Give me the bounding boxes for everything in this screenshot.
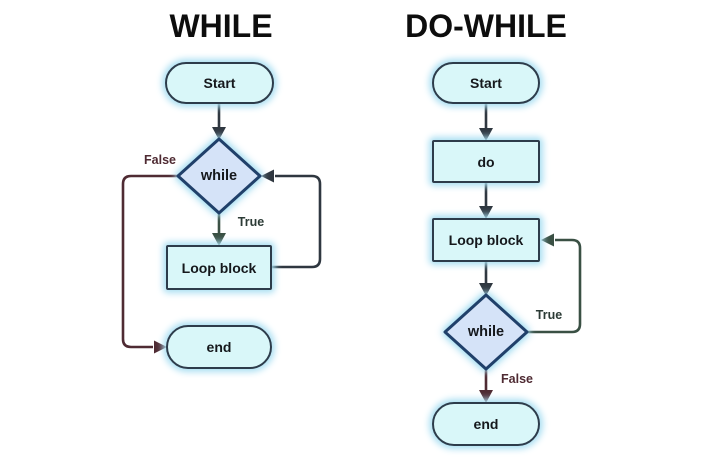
dowhile-title: DO-WHILE (405, 8, 567, 44)
while-true-arrowhead (212, 233, 226, 246)
while-end-node: end (166, 325, 272, 369)
while-false-arrowhead (154, 340, 167, 354)
while-false-label: False (144, 153, 176, 167)
while-title: WHILE (169, 8, 273, 44)
while-false-edge (121, 174, 178, 349)
dowhile-false-arrowhead (479, 390, 493, 403)
dowhile-do-to-loopblock-arrowhead (479, 206, 493, 219)
dowhile-condition-diamond (443, 293, 529, 371)
dowhile-start-node: Start (432, 62, 540, 104)
dowhile-true-loopback-arrowhead (541, 233, 554, 247)
while-loopback-edge (272, 174, 322, 269)
dowhile-condition-label: while (467, 324, 505, 340)
dowhile-loopblock-to-condition-arrowhead (479, 283, 493, 296)
while-start-to-condition-arrowhead (212, 127, 226, 140)
while-true-label: True (237, 215, 265, 229)
while-loop-block-node: Loop block (166, 245, 272, 290)
while-condition-label: while (200, 168, 238, 184)
while-start-node: Start (165, 62, 274, 104)
dowhile-do-node: do (432, 140, 540, 183)
dowhile-start-to-do-arrowhead (479, 128, 493, 141)
dowhile-end-node: end (432, 402, 540, 446)
dowhile-true-loopback-edge (527, 238, 582, 334)
dowhile-true-label: True (535, 308, 563, 322)
dowhile-loop-block-node: Loop block (432, 218, 540, 262)
while-loopback-arrowhead (261, 169, 274, 183)
while-condition-diamond (176, 137, 262, 215)
dowhile-false-label: False (501, 372, 533, 386)
